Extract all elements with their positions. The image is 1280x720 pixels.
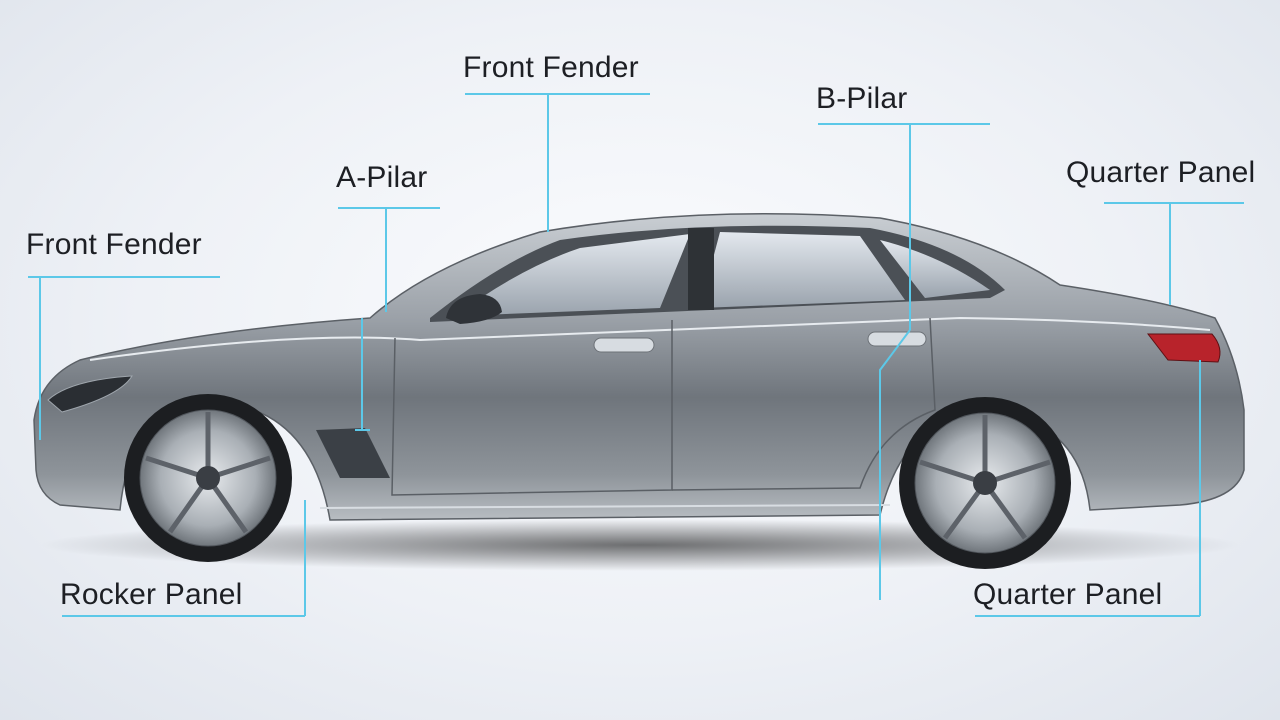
front-vent xyxy=(316,428,390,478)
label-quarter-panel-top: Quarter Panel xyxy=(1066,156,1256,189)
headlight xyxy=(47,375,133,413)
label-front-fender-top: Front Fender xyxy=(463,51,639,84)
rocker-line xyxy=(319,504,891,509)
front-door-handle xyxy=(593,337,655,353)
front-window xyxy=(455,234,690,316)
front-door-line xyxy=(391,320,673,496)
leader-rocker-panel xyxy=(62,500,306,617)
label-front-fender-left: Front Fender xyxy=(26,228,202,261)
rear-window xyxy=(700,232,905,308)
shoulder-line xyxy=(89,316,1211,361)
label-rocker-panel: Rocker Panel xyxy=(60,578,243,611)
leader-front-fender-top xyxy=(465,93,650,232)
rear-door-line xyxy=(671,317,936,491)
b-pillar-shape xyxy=(688,228,714,310)
leader-a-pillar-door xyxy=(355,318,370,431)
leader-front-fender-left xyxy=(28,276,220,440)
leader-a-pillar xyxy=(338,207,440,312)
quarter-window xyxy=(880,240,990,298)
taillight xyxy=(1146,333,1221,363)
side-mirror xyxy=(446,294,502,324)
leader-quarter-panel-bottom xyxy=(975,360,1201,617)
leader-b-pillar xyxy=(818,123,990,600)
label-quarter-panel-bottom: Quarter Panel xyxy=(973,578,1163,611)
rear-door-handle xyxy=(867,331,927,347)
label-a-pillar: A-Pilar xyxy=(336,161,428,194)
leader-lines xyxy=(28,93,1244,617)
leader-quarter-panel-top xyxy=(1104,202,1244,305)
front-hub xyxy=(196,466,220,490)
label-b-pillar: B-Pilar xyxy=(816,82,908,115)
rear-hub xyxy=(973,471,997,495)
